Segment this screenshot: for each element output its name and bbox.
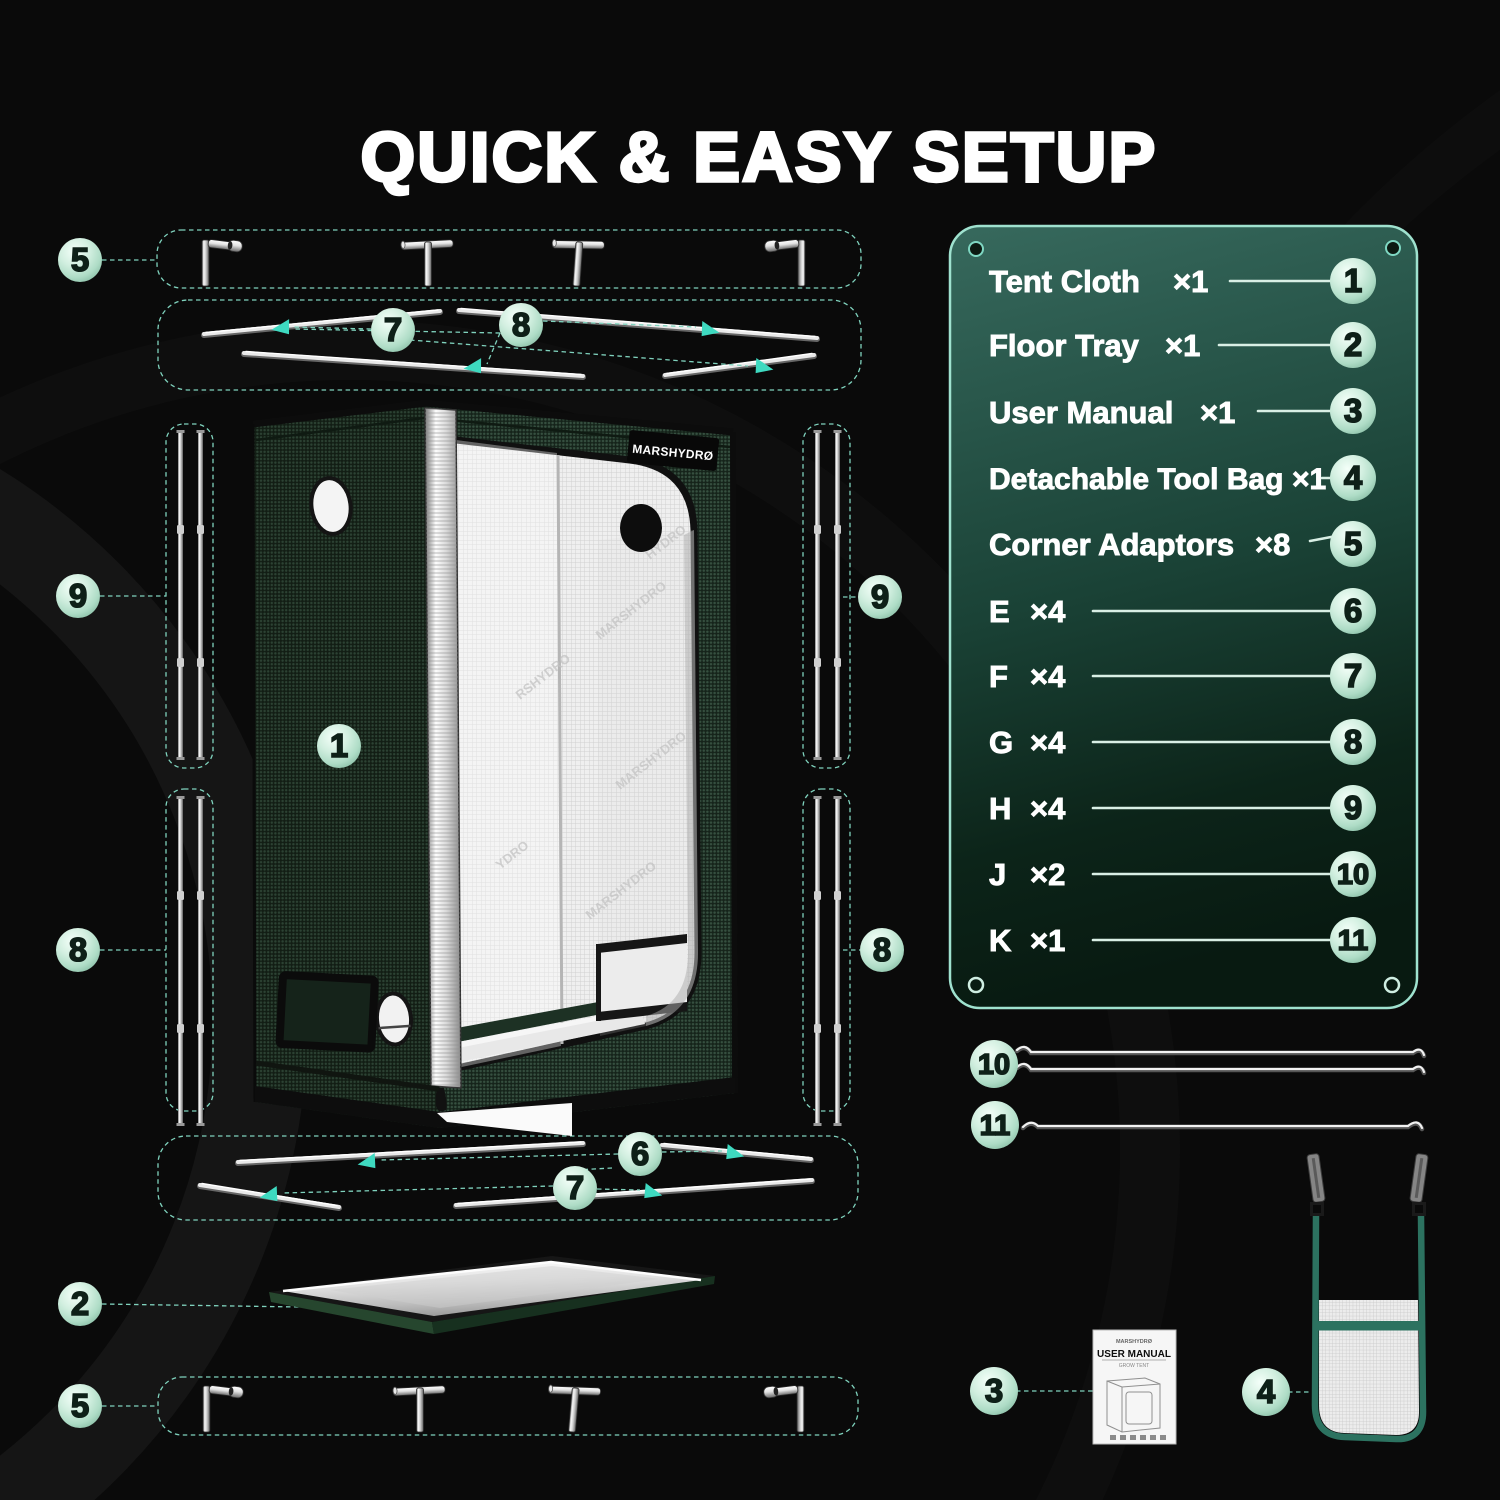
svg-text:4: 4 bbox=[1344, 459, 1363, 496]
svg-text:7: 7 bbox=[1344, 657, 1362, 694]
svg-text:×4: ×4 bbox=[1030, 791, 1066, 826]
svg-text:×8: ×8 bbox=[1255, 527, 1290, 562]
svg-text:GROW TENT: GROW TENT bbox=[1119, 1363, 1149, 1369]
svg-text:E: E bbox=[989, 594, 1010, 629]
svg-text:8: 8 bbox=[69, 931, 87, 968]
svg-text:7: 7 bbox=[566, 1169, 584, 1206]
svg-text:8: 8 bbox=[1344, 723, 1362, 760]
svg-text:8: 8 bbox=[512, 306, 530, 343]
svg-text:9: 9 bbox=[1344, 789, 1362, 826]
svg-text:×1: ×1 bbox=[1030, 923, 1065, 958]
svg-text:H: H bbox=[989, 791, 1011, 826]
svg-text:Tent Cloth: Tent Cloth bbox=[989, 264, 1140, 299]
svg-text:×1: ×1 bbox=[1165, 328, 1200, 363]
svg-text:User Manual: User Manual bbox=[989, 395, 1173, 430]
svg-text:5: 5 bbox=[1344, 525, 1362, 562]
svg-text:USER MANUAL: USER MANUAL bbox=[1097, 1349, 1171, 1360]
svg-text:K: K bbox=[989, 923, 1012, 958]
svg-text:5: 5 bbox=[71, 1387, 89, 1424]
svg-text:6: 6 bbox=[1344, 592, 1362, 629]
svg-text:QUICK & EASY SETUP: QUICK & EASY SETUP bbox=[361, 118, 1158, 196]
svg-text:×4: ×4 bbox=[1030, 594, 1066, 629]
svg-text:8: 8 bbox=[873, 931, 891, 968]
svg-text:5: 5 bbox=[71, 241, 89, 278]
svg-text:2: 2 bbox=[1344, 326, 1362, 363]
svg-text:×1: ×1 bbox=[1173, 264, 1208, 299]
svg-text:9: 9 bbox=[871, 578, 889, 615]
svg-text:×1: ×1 bbox=[1200, 395, 1235, 430]
svg-text:×4: ×4 bbox=[1030, 659, 1066, 694]
svg-text:11: 11 bbox=[980, 1110, 1011, 1142]
svg-text:7: 7 bbox=[384, 311, 402, 348]
svg-text:6: 6 bbox=[631, 1135, 649, 1172]
svg-text:1: 1 bbox=[1344, 262, 1362, 299]
svg-text:F: F bbox=[989, 659, 1008, 694]
svg-text:Detachable Tool Bag: Detachable Tool Bag bbox=[989, 463, 1284, 496]
svg-text:4: 4 bbox=[1257, 1373, 1276, 1410]
svg-text:Corner Adaptors: Corner Adaptors bbox=[989, 527, 1234, 562]
svg-text:2: 2 bbox=[71, 1285, 89, 1322]
svg-text:3: 3 bbox=[1344, 392, 1362, 429]
svg-text:1: 1 bbox=[330, 727, 348, 764]
svg-text:11: 11 bbox=[1338, 925, 1369, 957]
svg-text:9: 9 bbox=[69, 577, 87, 614]
svg-text:3: 3 bbox=[985, 1372, 1003, 1409]
svg-text:×4: ×4 bbox=[1030, 725, 1066, 760]
svg-text:MARSHYDRØ: MARSHYDRØ bbox=[1116, 1339, 1153, 1345]
svg-text:J: J bbox=[989, 857, 1006, 892]
svg-text:×1: ×1 bbox=[1292, 463, 1326, 496]
svg-text:G: G bbox=[989, 725, 1013, 760]
svg-text:Floor Tray: Floor Tray bbox=[989, 328, 1140, 363]
svg-text:10: 10 bbox=[1337, 859, 1369, 891]
svg-text:×2: ×2 bbox=[1030, 857, 1065, 892]
svg-text:10: 10 bbox=[978, 1049, 1010, 1081]
